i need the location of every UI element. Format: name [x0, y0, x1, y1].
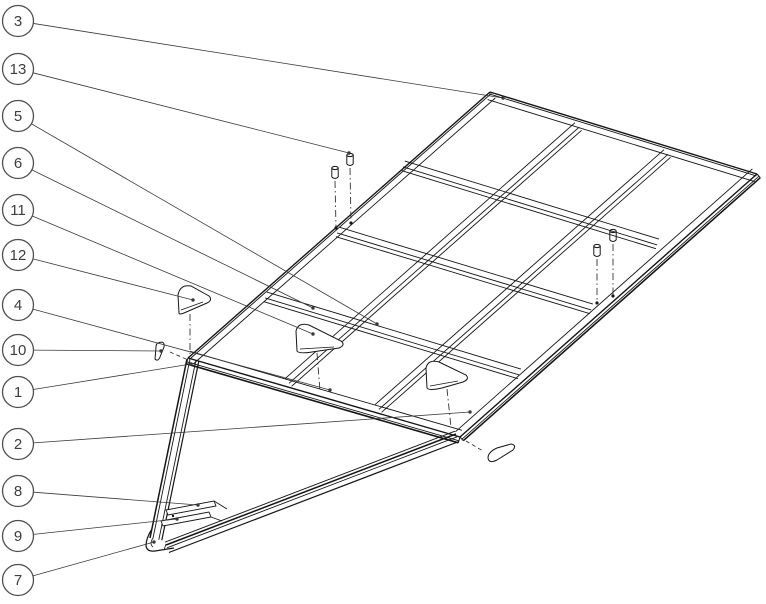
balloon-11: 11: [1, 193, 315, 336]
balloon-3: 3: [1, 4, 505, 100]
balloon-circle-5: [1, 99, 35, 133]
balloon-circle-7: [1, 563, 35, 597]
balloon-circle-12: [1, 238, 35, 272]
balloon-circle-2: [1, 427, 35, 461]
balloon-circle-8: [1, 474, 35, 508]
bolt-3: [593, 243, 601, 257]
balloon-7: 7: [1, 540, 156, 597]
balloon-5: 5: [1, 99, 379, 326]
balloon-label-4: 4: [14, 297, 22, 314]
bolt-2: [346, 152, 354, 166]
balloon-label-3: 3: [14, 13, 22, 30]
tongue-mount-plates: [160, 500, 228, 527]
leader-dot-10: [159, 349, 163, 353]
balloon-label-5: 5: [14, 108, 22, 125]
bolt-4: [609, 228, 617, 242]
balloon-circle-11: [1, 193, 35, 227]
balloon-10: 10: [1, 333, 163, 367]
balloon-label-9: 9: [14, 528, 22, 545]
leader-dot-9: [175, 517, 179, 521]
balloon-6: 6: [1, 146, 315, 310]
leader-line-5: [31, 123, 378, 325]
frame-internal-members: [263, 122, 671, 413]
balloon-label-2: 2: [14, 436, 22, 453]
leader-dot-2: [468, 410, 472, 414]
balloon-label-7: 7: [14, 572, 22, 589]
leader-dot-13: [347, 151, 351, 155]
chain-clips: [154, 341, 516, 463]
balloon-12: 12: [1, 238, 195, 302]
balloon-circle-10: [1, 333, 35, 367]
balloon-2: 2: [1, 410, 472, 461]
leader-dot-11: [311, 332, 315, 336]
leader-dot-7: [152, 540, 156, 544]
leader-line-10: [33, 349, 162, 352]
clip-right: [487, 443, 516, 463]
balloon-label-13: 13: [10, 61, 27, 78]
balloon-circle-4: [1, 288, 35, 322]
tongue-a-frame: [149, 358, 460, 554]
leader-line-9: [33, 518, 178, 535]
balloon-13: 13: [1, 52, 351, 155]
balloon-circle-1: [1, 375, 35, 409]
balloon-circle-9: [1, 519, 35, 553]
balloon-9: 9: [1, 517, 179, 553]
leader-line-4: [32, 308, 331, 391]
leader-dot-3: [501, 96, 505, 100]
balloon-label-1: 1: [14, 384, 22, 401]
leader-dot-6: [311, 306, 315, 310]
leader-line-7: [32, 541, 155, 577]
leader-line-8: [33, 491, 199, 506]
leader-line-12: [32, 258, 194, 301]
leader-line-3: [33, 23, 504, 99]
frame-perimeter-rails: [185, 91, 761, 444]
balloon-label-6: 6: [14, 155, 22, 172]
gusset-right: [425, 360, 468, 390]
balloon-circle-13: [1, 52, 35, 86]
balloon-label-8: 8: [14, 483, 22, 500]
leader-line-11: [32, 215, 314, 335]
bolt-1: [331, 165, 339, 179]
balloon-label-11: 11: [10, 202, 26, 219]
leader-line-1: [33, 363, 192, 390]
leader-line-6: [31, 169, 314, 309]
balloon-circle-3: [1, 4, 35, 38]
leader-dot-4: [328, 388, 332, 392]
leader-dot-5: [375, 322, 379, 326]
balloon-1: 1: [1, 362, 193, 409]
leader-dot-12: [191, 298, 195, 302]
balloon-4: 4: [1, 288, 332, 392]
leader-dot-8: [196, 503, 200, 507]
centerlines: [169, 167, 614, 452]
balloon-8: 8: [1, 474, 200, 508]
leader-dot-1: [189, 362, 193, 366]
bolt-landing-marks: [334, 221, 615, 305]
balloon-label-10: 10: [10, 342, 27, 359]
leader-line-13: [32, 72, 350, 154]
balloon-label-12: 12: [10, 247, 27, 264]
balloon-circle-6: [1, 146, 35, 180]
bolts: [331, 152, 617, 257]
leader-line-2: [33, 411, 471, 444]
